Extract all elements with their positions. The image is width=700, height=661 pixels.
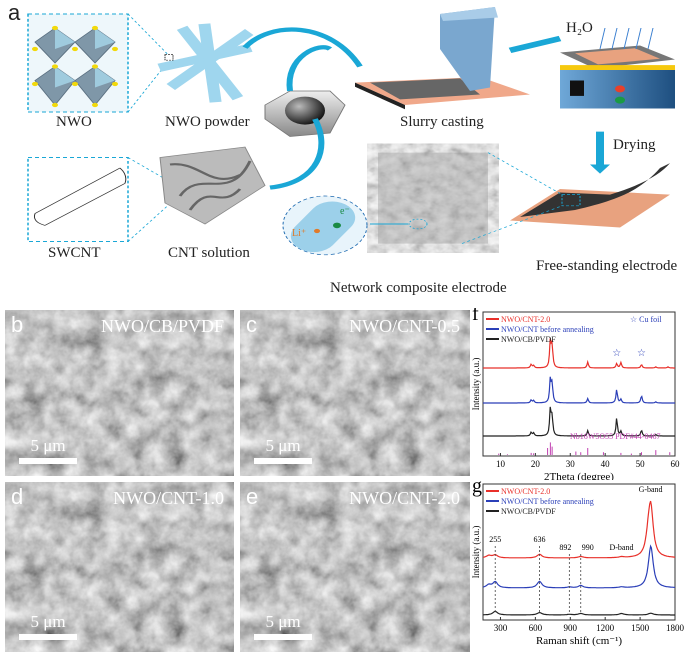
x-tick-label: 10 [496,459,506,469]
xrd-chart: f 10 20 30 40 50 60 2Theta (degree) Intensity (a… [471,308,681,480]
cnt-solution-icon [159,146,266,225]
legend-entry: NWO/CNT-2.0 [501,487,550,496]
x-tick-label: 1800 [666,623,685,633]
cu-star-marker: ☆ [612,348,621,359]
series-line-2 [483,376,675,404]
nwo-crystal-icon [27,13,169,113]
peak-label: 892 [559,543,571,552]
y-axis-label: Intensity (a.u.) [471,358,481,411]
panel-d-title: NWO/CNT-1.0 [113,488,224,508]
series-line-1 [483,338,675,369]
panel-g-letter: g [472,480,482,497]
panel-e-title: NWO/CNT-2.0 [349,488,460,508]
panel-f-letter: f [472,308,479,325]
scale-label: 5 μm [30,436,66,455]
panel-a-schematic [27,7,675,256]
sem-panel-d: d NWO/CNT-1.0 5 μm [5,482,234,652]
series-line-1 [482,500,675,559]
x-tick-label: 40 [601,459,611,469]
label-nwo: NWO [56,114,92,130]
label-h2o: H₂O [566,20,593,36]
ball-mill-icon [264,90,346,137]
label-cnt-solution: CNT solution [168,245,250,261]
scale-bar: 5 μm [254,436,312,464]
x-axis-label: 2Theta (degree) [544,471,614,480]
panel-b-title: NWO/CB/PVDF [100,316,224,336]
label-swcnt: SWCNT [48,245,101,261]
peak-label: D-band [609,543,633,552]
slurry-casting-icon [355,7,530,110]
scale-label: 5 μm [265,612,301,631]
x-tick-label: 900 [564,623,578,633]
legend-entry: NWO/CNT before annealing [501,325,594,334]
peak-label: 255 [489,535,501,544]
panel-e-letter: e [246,484,259,509]
label-nwo-powder: NWO powder [165,114,250,130]
scale-bar: 5 μm [19,612,77,640]
x-tick-label: 1500 [631,623,650,633]
legend-entry: NWO/CNT-2.0 [501,315,550,324]
x-axis-label: Raman shift (cm⁻¹) [536,635,622,647]
nwo-powder-icon [157,23,254,103]
li-transport-inset [282,195,368,256]
plot-frame [482,483,676,621]
x-tick-label: 50 [636,459,646,469]
free-standing-electrode-icon [510,163,670,228]
peak-label: G-band [639,485,663,494]
panel-c-title: NWO/CNT-0.5 [349,316,460,336]
peak-label: 636 [534,535,546,544]
panel-c-letter: c [246,312,257,337]
swcnt-icon [27,156,181,243]
scale-bar: 5 μm [254,612,312,640]
sem-panel-e: e NWO/CNT-2.0 5 μm [240,482,470,652]
arrow-to-dryer-icon [508,35,562,54]
series-line-3 [483,610,675,616]
hot-plate-icon [560,27,675,109]
label-network-electrode: Network composite electrode [330,280,507,296]
x-tick-label: 300 [494,623,508,633]
x-tick-label: 30 [566,459,576,469]
x-tick-label: 1200 [596,623,615,633]
label-slurry-casting: Slurry casting [400,114,484,130]
panel-b-letter: b [11,312,24,337]
cu-star-marker: ☆ [637,348,646,359]
label-li: Li⁺ [292,228,307,239]
network-electrode-sem-cube [370,152,563,244]
plot-frame [482,311,676,457]
peak-label: 990 [582,543,594,552]
label-drying: Drying [613,137,656,153]
panel-d-letter: d [11,484,24,509]
scale-label: 5 μm [30,612,66,631]
panel-a-letter: a [8,0,21,25]
sem-panel-c: c NWO/CNT-0.5 5 μm [240,310,470,476]
cu-foil-legend: ☆ Cu foil [630,315,662,324]
legend-entry: NWO/CB/PVDF [501,507,556,516]
y-axis-label: Intensity (a.u.) [471,526,481,579]
x-tick-label: 600 [529,623,543,633]
series-line-2 [482,544,676,589]
label-e: e⁻ [340,206,350,217]
label-free-standing: Free-standing electrode [536,258,678,274]
reference-label: Nb16W5O55 PDF#44-0467 [570,432,660,441]
series-line-3 [483,406,675,437]
x-tick-label: 20 [531,459,541,469]
legend-entry: NWO/CNT before annealing [501,497,594,506]
legend-entry: NWO/CB/PVDF [501,335,556,344]
scale-bar: 5 μm [19,436,77,464]
sem-panel-b: b NWO/CB/PVDF 5 μm [5,310,234,476]
process-arrow-icons [242,27,363,190]
scale-label: 5 μm [265,436,301,455]
x-tick-label: 60 [671,459,681,469]
